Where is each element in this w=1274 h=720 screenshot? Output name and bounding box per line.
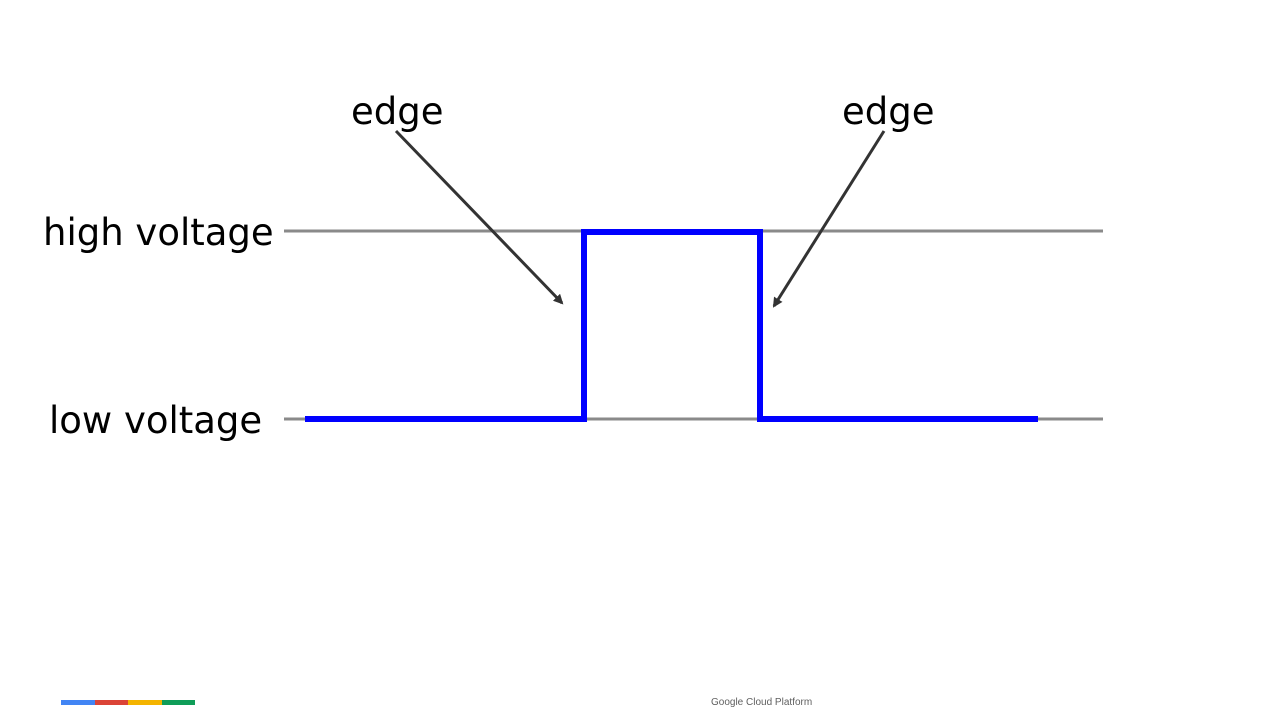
high-voltage-label: high voltage [43,211,274,254]
footer-color-bar [61,700,195,705]
footer-bar-green [161,700,195,705]
low-voltage-label: low voltage [49,399,263,442]
edge-arrow-falling [772,130,886,308]
footer-bar-blue [61,700,95,705]
edge-label-falling: edge [842,90,935,133]
footer-brand-text: Google Cloud Platform [711,697,813,708]
footer-bar-red [94,700,128,705]
footer-bar-yellow [128,700,162,705]
edge-arrow-rising [394,129,564,305]
edge-label-rising: edge [351,90,444,133]
pulse-signal [305,229,1038,422]
